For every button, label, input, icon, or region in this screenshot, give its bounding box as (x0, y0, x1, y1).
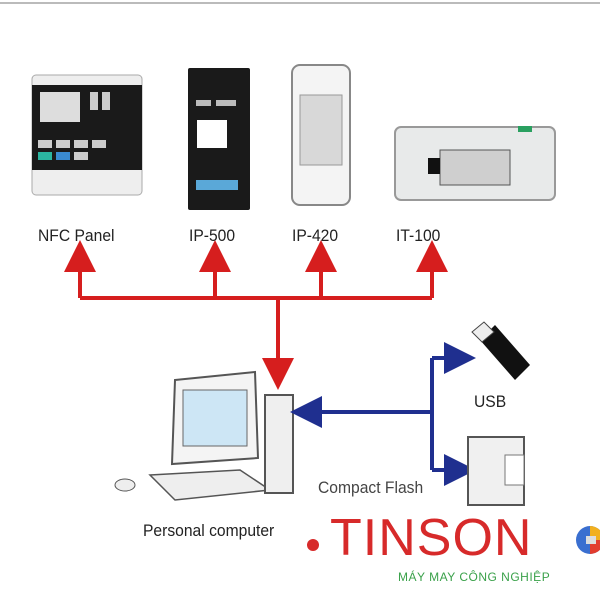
device-label-ip-420: IP-420 (292, 226, 339, 245)
usb-stick-icon (471, 321, 530, 380)
ip-420-device (291, 64, 351, 206)
serial-bus (64, 240, 448, 390)
usb-label: USB (474, 392, 507, 411)
tinson-logo-icon (576, 526, 600, 554)
device-label-ip-500: IP-500 (189, 226, 236, 245)
nfc-panel-device (31, 74, 143, 196)
computer-label: Personal computer (143, 521, 275, 540)
watermark-dot (307, 539, 319, 551)
usb-link (290, 342, 476, 486)
compact-flash-label: Compact Flash (318, 478, 424, 497)
ip-500-device (188, 68, 250, 210)
watermark-tagline: MÁY MAY CÔNG NGHIỆP (398, 570, 551, 584)
watermark-brand: TINSON (330, 509, 533, 567)
compact-flash-icon (467, 436, 525, 506)
personal-computer (114, 370, 294, 501)
it-100-device (394, 126, 556, 201)
device-label-nfc-panel: NFC Panel (38, 226, 115, 245)
device-label-it-100: IT-100 (396, 226, 441, 245)
